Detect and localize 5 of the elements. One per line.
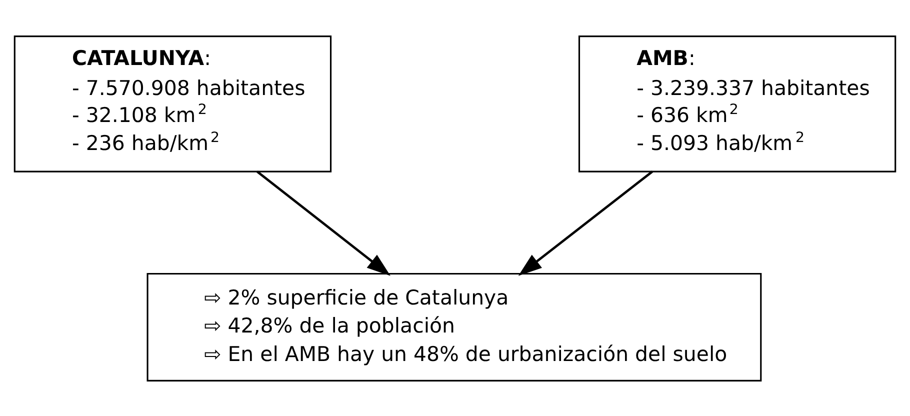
node-box: ⇨ 2% superficie de Catalunya ⇨ 42,8% de la población ⇨ En el AMB hay un 48% de urbanización del suelo bbox=[146, 272, 762, 381]
arrow bbox=[256, 170, 390, 276]
node-box: CATALUNYA: - 7.570.908 habitantes - 32.108 km$^{2}$ - 236 hab/km$^{2}$ bbox=[14, 35, 332, 172]
node-box: AMB: - 3.239.337 habitantes - 636 km$^{2}$ - 5.093 hab/km$^{2}$ bbox=[578, 35, 896, 172]
arrow bbox=[518, 170, 654, 276]
